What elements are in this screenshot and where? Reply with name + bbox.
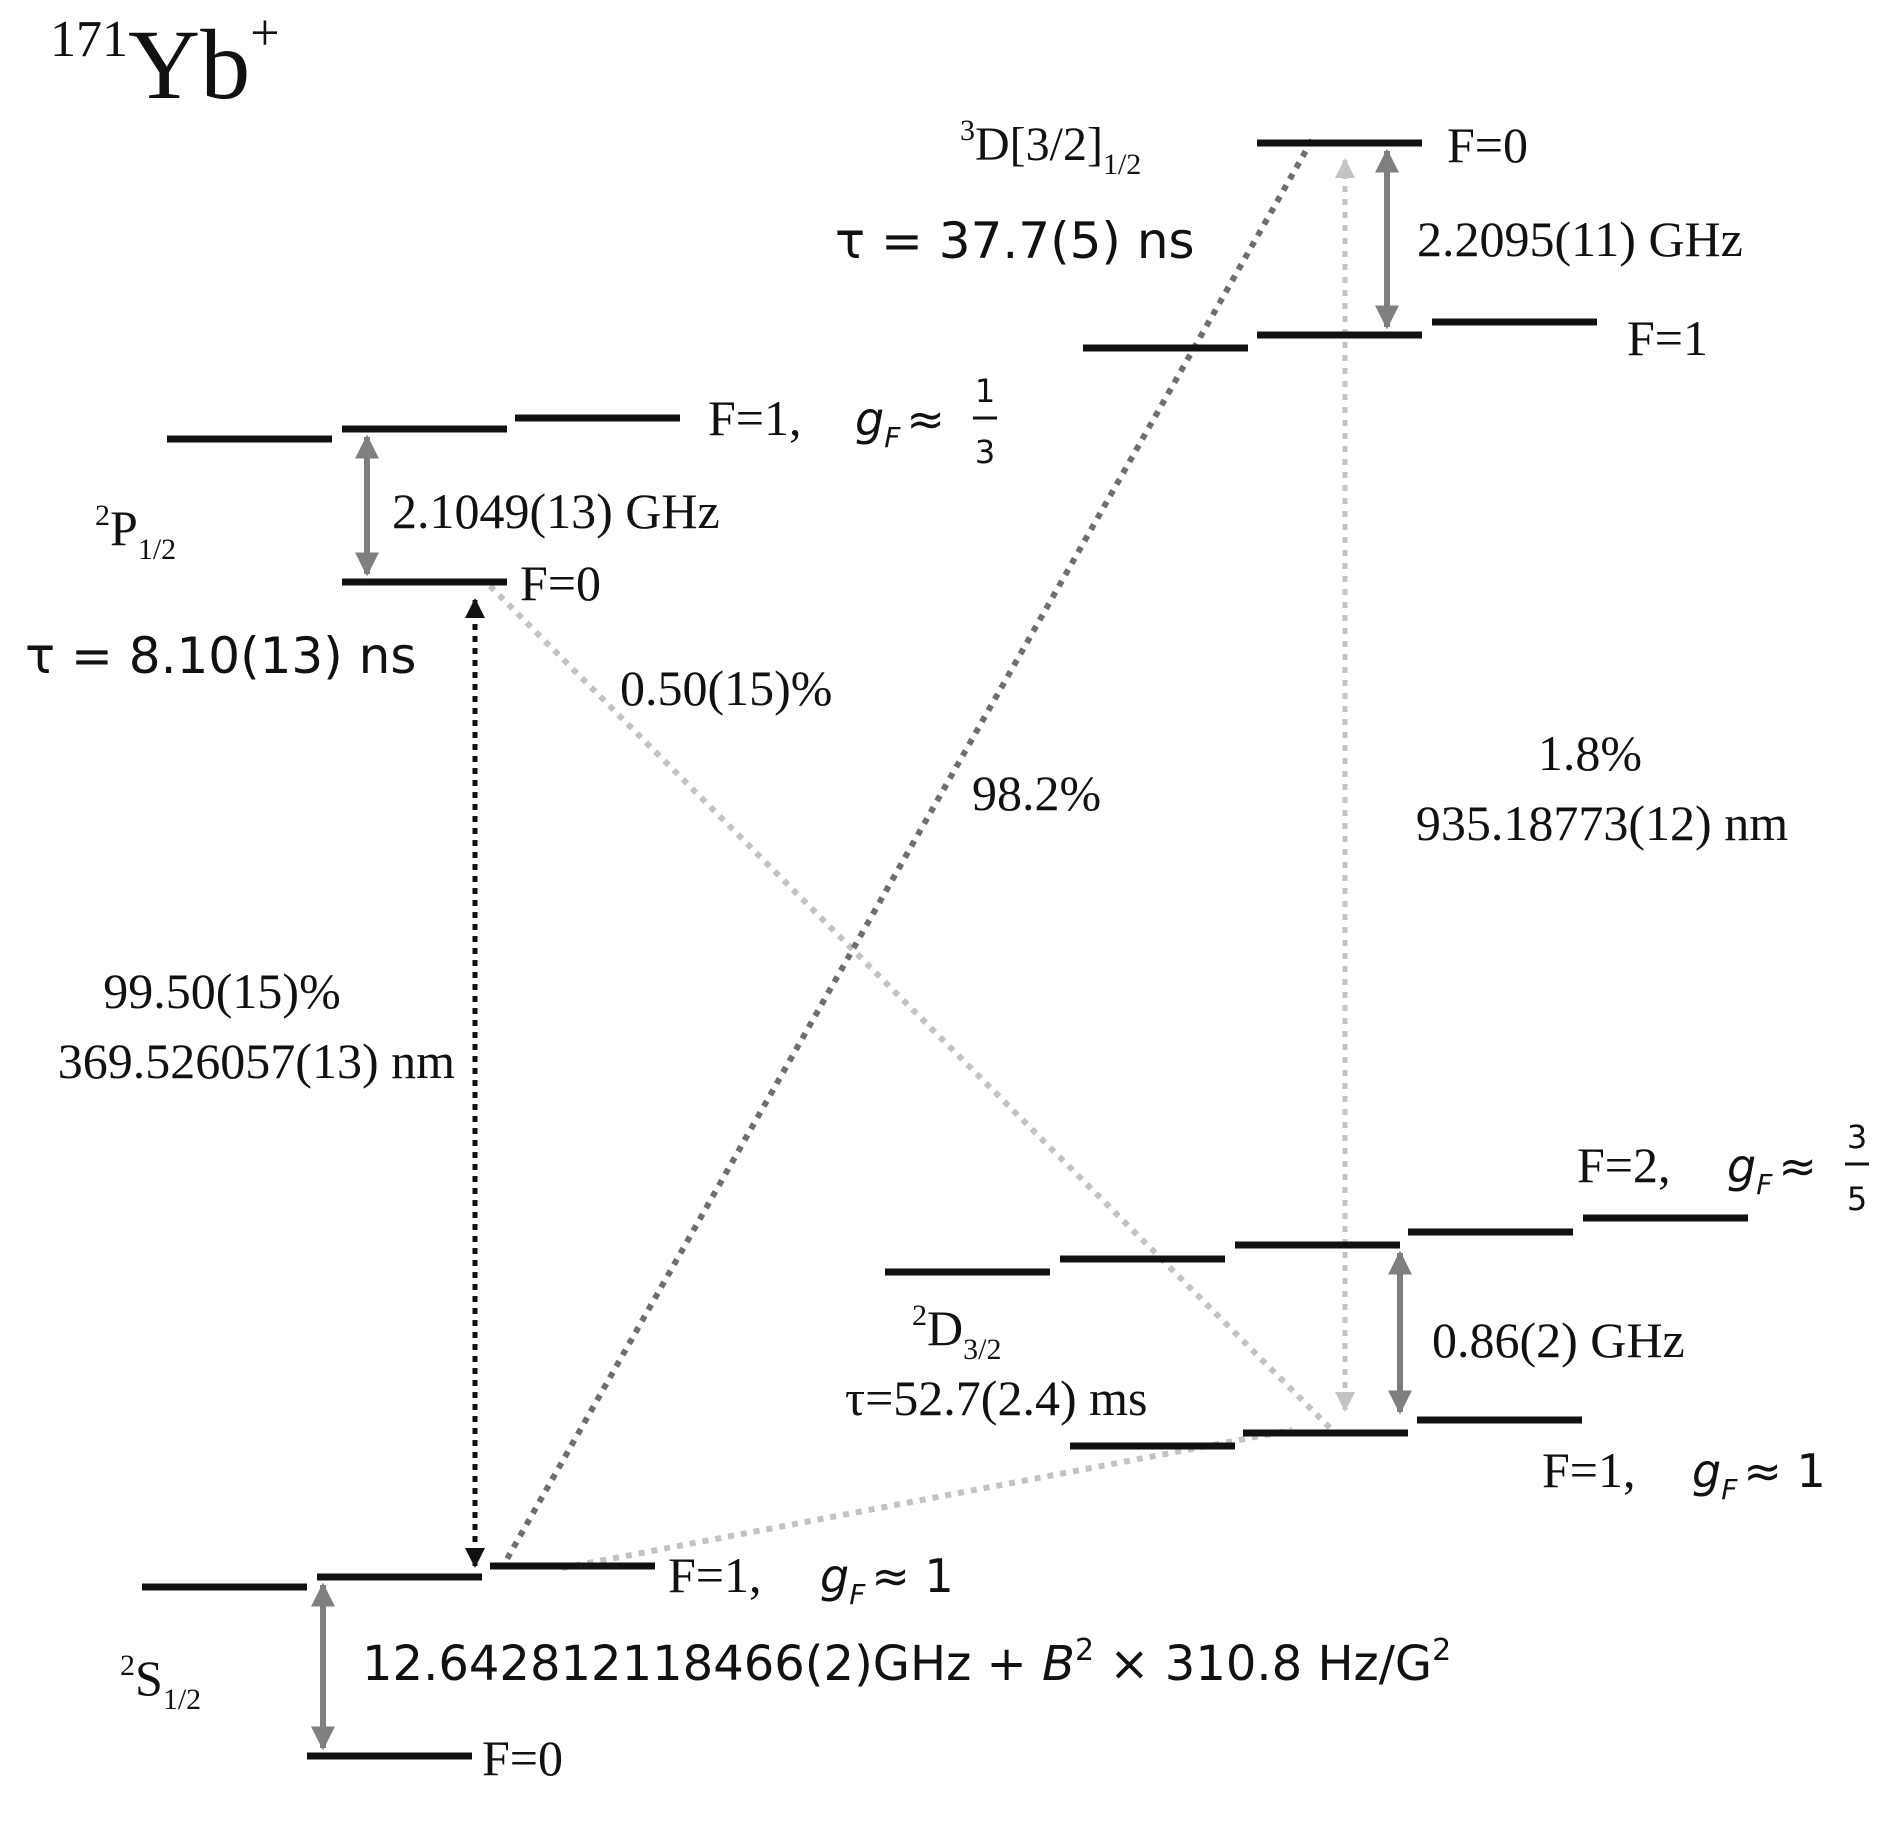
d-f1-label: F=1, [1542, 1442, 1636, 1498]
p-f1-label: F=1, [708, 390, 802, 446]
ion-charge: + [250, 5, 279, 62]
p-f1-gf-label: gF≈ [855, 392, 945, 454]
d3-to-d-wavelength-label: 935.18773(12) nm [1416, 795, 1788, 851]
d3-to-d-branching-label: 1.8% [1538, 725, 1642, 781]
transition-lines [465, 138, 1355, 1571]
ion-element-symbol: Yb [128, 9, 250, 120]
energy-levels [142, 139, 1748, 1760]
d-splitting-label: 0.86(2) GHz [1432, 1312, 1685, 1368]
p-to-d-branching-label: 0.50(15)% [620, 660, 832, 716]
s-f1-label: F=1, [668, 1547, 762, 1603]
s-f0-label: F=0 [482, 1730, 563, 1786]
p-term-label: 2P1/2 [95, 499, 176, 566]
d-term-label: 2D3/2 [912, 1299, 1001, 1366]
cooling-branching-label: 99.50(15)% [103, 963, 340, 1019]
d3-to-s-branching-label: 98.2% [972, 765, 1101, 821]
d-f1-gf-label: gF≈ 1 [1692, 1444, 1826, 1506]
cooling-wavelength-label: 369.526057(13) nm [58, 1033, 455, 1089]
s-splitting-label: 12.642812118466(2)GHz + B2 × 310.8 Hz/G2 [362, 1633, 1451, 1692]
d-f2-gf-label: gF≈ [1727, 1139, 1817, 1201]
d3-f0-label: F=0 [1447, 117, 1528, 173]
p-gf-numerator: 1 [975, 372, 995, 410]
d-lifetime-label: τ=52.7(2.4) ms [845, 1370, 1147, 1426]
s-term-label: 2S1/2 [120, 1649, 201, 1716]
s-f1-gf-label: gF≈ 1 [820, 1549, 954, 1611]
d-gf-numerator: 3 [1847, 1118, 1867, 1156]
ion-mass-number: 171 [50, 11, 128, 68]
splitting-arrows [311, 148, 1412, 1751]
d3-splitting-label: 2.2095(11) GHz [1417, 211, 1743, 267]
ion-title: 171Yb+ [50, 5, 280, 120]
p-lifetime-label: τ = 8.10(13) ns [25, 627, 416, 685]
d3-f1-label: F=1 [1627, 310, 1708, 366]
d3-lifetime-label: τ = 37.7(5) ns [835, 212, 1195, 270]
p-splitting-label: 2.1049(13) GHz [392, 483, 720, 539]
d3-to-s-decay-line [500, 138, 1315, 1568]
p-to-d-decay-line [487, 583, 1335, 1433]
d-gf-denominator: 5 [1847, 1180, 1867, 1218]
d-f2-label: F=2, [1577, 1137, 1671, 1193]
p-f0-label: F=0 [520, 555, 601, 611]
p-gf-denominator: 3 [975, 433, 995, 471]
d3-term-label: 3D[3/2]1/2 [960, 114, 1141, 181]
